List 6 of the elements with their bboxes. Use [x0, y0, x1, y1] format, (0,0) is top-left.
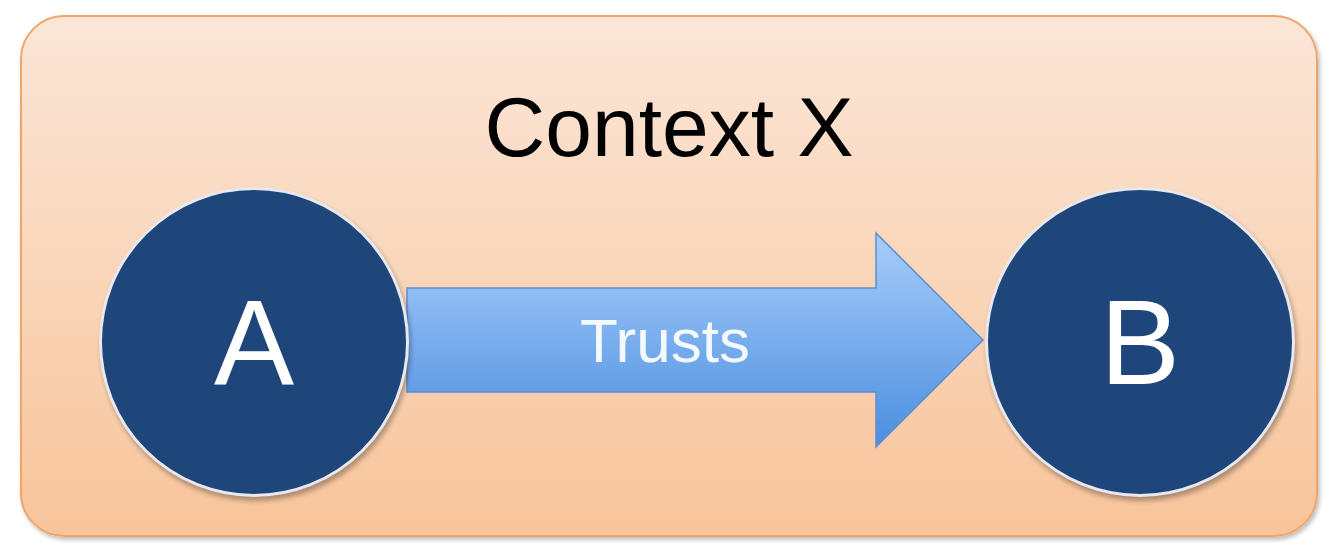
edge-label: Trusts — [580, 304, 750, 376]
party-circle: A — [99, 187, 409, 497]
context-title: Context X — [483, 79, 855, 175]
party-circle: B — [985, 187, 1295, 497]
block-arrow — [406, 231, 985, 449]
context-box — [20, 15, 1318, 537]
